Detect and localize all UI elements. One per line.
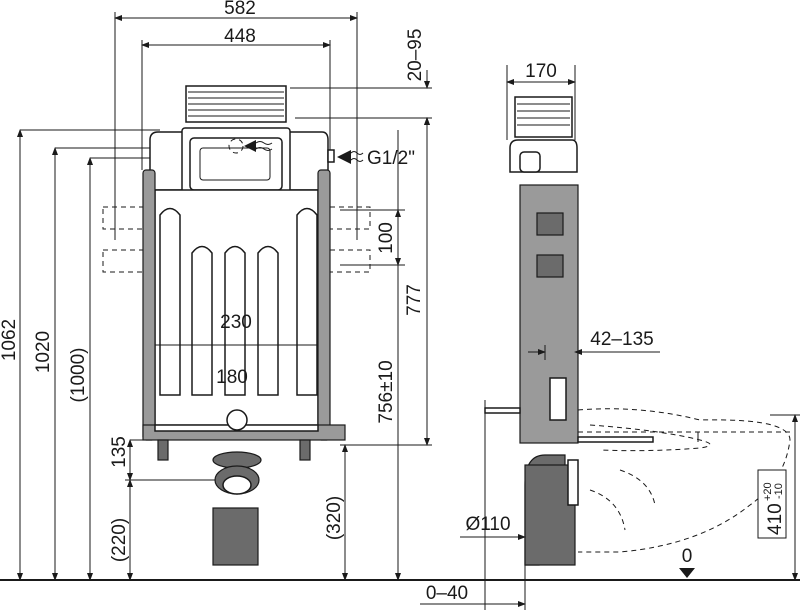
dim-1000: (1000) [68, 348, 89, 403]
dim-0-40: 0–40 [426, 583, 468, 604]
dim-180: 180 [216, 367, 248, 388]
dim-135: 135 [109, 436, 130, 468]
dim-230: 230 [220, 312, 252, 333]
toilet-outline [577, 408, 791, 553]
dim-42-135: 42–135 [590, 329, 653, 350]
side-view: 170 42–135 Ø110 0–40 0 [420, 61, 800, 610]
dim-320: (320) [324, 496, 345, 540]
water-inlet-arrow [337, 150, 351, 164]
dim-170: 170 [525, 61, 557, 82]
dim-220: (220) [109, 518, 130, 562]
dim-100: 100 [376, 222, 397, 254]
tol-plus: +20 [762, 482, 774, 501]
floor-level-label: 0 [682, 546, 693, 567]
dim-pipe-diameter: Ø110 [465, 514, 510, 535]
floor-level-marker [679, 568, 695, 578]
drain-pipe [212, 507, 259, 566]
frame-post-left [142, 169, 156, 441]
frame-post-right [317, 169, 331, 441]
dim-756: 756±10 [376, 360, 397, 423]
dim-410: 410 [765, 503, 786, 535]
dim-582: 582 [224, 0, 256, 19]
dim-448: 448 [224, 26, 256, 47]
seat-height-box [757, 469, 787, 539]
dim-20-95: 20–95 [405, 29, 426, 82]
dim-1020: 1020 [33, 331, 54, 373]
front-view: G1/2" 582 448 20–95 777 756±10 100 [0, 0, 432, 581]
inlet-label: G1/2" [367, 148, 415, 169]
tol-minus: -10 [773, 483, 785, 499]
dim-777: 777 [404, 284, 425, 316]
dim-1062: 1062 [0, 319, 20, 361]
